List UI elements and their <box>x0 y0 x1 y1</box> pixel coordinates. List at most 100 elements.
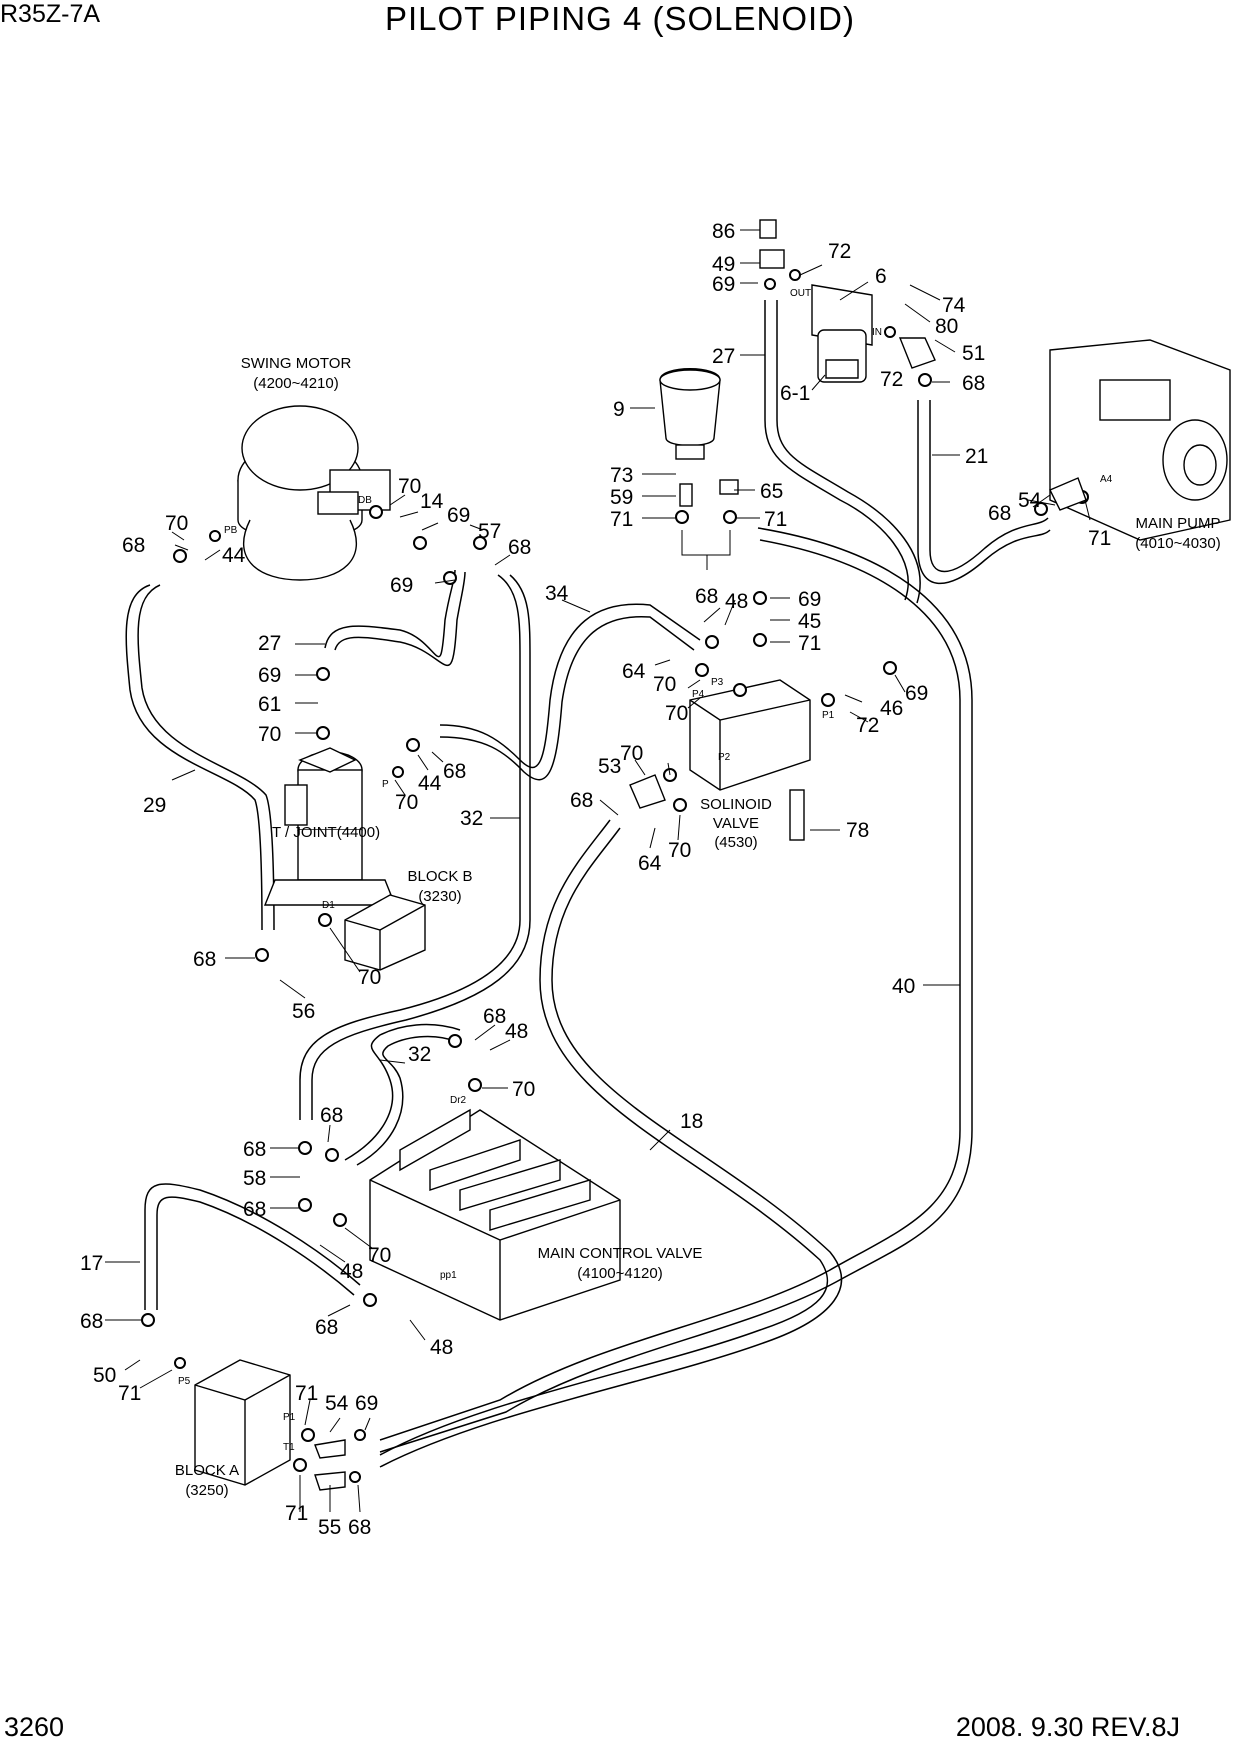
port-p: P <box>382 779 389 790</box>
callout-86: 86 <box>712 220 735 243</box>
callout-68: 68 <box>315 1316 338 1339</box>
callout-70: 70 <box>398 475 421 498</box>
callout-68: 68 <box>348 1516 371 1539</box>
callout-29: 29 <box>143 794 166 817</box>
callout-69: 69 <box>712 273 735 296</box>
callout-70: 70 <box>358 966 381 989</box>
callout-71: 71 <box>1088 527 1111 550</box>
callout-72: 72 <box>856 714 879 737</box>
model-code: R35Z-7A <box>0 0 101 28</box>
page-title: PILOT PIPING 4 (SOLENOID) <box>384 0 855 37</box>
filter <box>811 284 873 383</box>
callout-9: 9 <box>613 398 625 421</box>
callout-70: 70 <box>620 742 643 765</box>
leader-lines <box>105 229 1091 1513</box>
callout-69: 69 <box>798 588 821 611</box>
hose-29-inner <box>137 584 275 931</box>
port-db: DB <box>358 495 372 506</box>
callout-68: 68 <box>80 1310 103 1333</box>
callout-71: 71 <box>764 508 787 531</box>
block-a-range: (3250) <box>185 1482 228 1499</box>
callout-78: 78 <box>846 819 869 842</box>
t-joint-label: T / JOINT(4400) <box>272 824 380 841</box>
callout-14: 14 <box>420 490 444 513</box>
port-pb: PB <box>224 525 238 536</box>
main-pump <box>1049 339 1231 541</box>
callout-68: 68 <box>122 534 145 557</box>
port-p1: P1 <box>822 710 835 721</box>
hoses <box>125 300 1051 1468</box>
port-d1: D1 <box>322 900 335 911</box>
port-p3: P3 <box>711 677 724 688</box>
solenoid-valve-label-1: SOLINOID <box>700 796 772 813</box>
callout-72: 72 <box>880 368 903 391</box>
callout-68: 68 <box>320 1104 343 1127</box>
fittings <box>141 219 1089 1491</box>
swing-motor-label: SWING MOTOR <box>241 355 352 372</box>
hose-17 <box>144 1183 361 1310</box>
part-callouts: 86 49 69 72 6 74 80 27 72 51 68 6-1 9 21… <box>80 220 1111 1539</box>
block-b-label: BLOCK B <box>407 868 472 885</box>
callout-70: 70 <box>368 1244 391 1267</box>
callout-64: 64 <box>638 852 662 875</box>
callout-40: 40 <box>892 975 915 998</box>
block-a <box>194 1359 291 1486</box>
callout-71: 71 <box>610 508 633 531</box>
port-a4: A4 <box>1100 474 1113 485</box>
callout-69: 69 <box>355 1392 378 1415</box>
callout-56: 56 <box>292 1000 315 1023</box>
port-p2: P2 <box>718 752 731 763</box>
t-joint <box>263 747 397 906</box>
hose-34-inner <box>439 615 695 781</box>
port-in: IN <box>872 327 882 338</box>
port-dr2: Dr2 <box>450 1095 467 1106</box>
hose-27-upper-inner <box>776 300 921 604</box>
port-pp1: pp1 <box>440 1270 457 1281</box>
callout-17: 17 <box>80 1252 103 1275</box>
callout-44: 44 <box>418 772 442 795</box>
callout-69: 69 <box>447 504 470 527</box>
hose-40-inner <box>379 527 973 1453</box>
callout-46: 46 <box>880 697 903 720</box>
callout-64: 64 <box>622 660 646 683</box>
callout-27: 27 <box>258 632 281 655</box>
callout-48: 48 <box>725 590 748 613</box>
block-b-range: (3230) <box>418 888 461 905</box>
callout-6: 6 <box>875 265 887 288</box>
callout-70: 70 <box>395 791 418 814</box>
hose-18-inner <box>379 827 843 1468</box>
callout-70: 70 <box>512 1078 535 1101</box>
callout-27: 27 <box>712 345 735 368</box>
revision-date: 2008. 9.30 REV.8J <box>955 1712 1180 1742</box>
hose-27-upper <box>764 300 909 601</box>
hose-34 <box>439 603 701 769</box>
swing-motor-range: (4200~4210) <box>253 375 339 392</box>
callout-68: 68 <box>243 1198 266 1221</box>
swing-motor <box>237 405 391 581</box>
callout-45: 45 <box>798 610 821 633</box>
page-number: 3260 <box>4 1712 65 1742</box>
callout-58: 58 <box>243 1167 266 1190</box>
callout-48: 48 <box>340 1260 363 1283</box>
callout-32: 32 <box>460 807 483 830</box>
port-t1: T1 <box>283 1442 295 1453</box>
callout-32: 32 <box>408 1043 431 1066</box>
callout-44: 44 <box>222 544 246 567</box>
callout-68: 68 <box>483 1005 506 1028</box>
callout-69: 69 <box>390 574 413 597</box>
callout-74: 74 <box>942 294 966 317</box>
callout-6-1: 6-1 <box>780 382 810 405</box>
hose-17-inner <box>156 1196 355 1310</box>
callout-68: 68 <box>243 1138 266 1161</box>
callout-51: 51 <box>962 342 985 365</box>
callout-50: 50 <box>93 1364 116 1387</box>
main-control-valve-label: MAIN CONTROL VALVE <box>538 1245 703 1262</box>
callout-68: 68 <box>508 536 531 559</box>
hose-32-lower <box>344 1023 461 1161</box>
callout-18: 18 <box>680 1110 703 1133</box>
callout-68: 68 <box>193 948 216 971</box>
callout-68: 68 <box>962 372 985 395</box>
port-p5: P5 <box>178 1376 191 1387</box>
callout-71: 71 <box>118 1382 141 1405</box>
callout-68: 68 <box>695 585 718 608</box>
